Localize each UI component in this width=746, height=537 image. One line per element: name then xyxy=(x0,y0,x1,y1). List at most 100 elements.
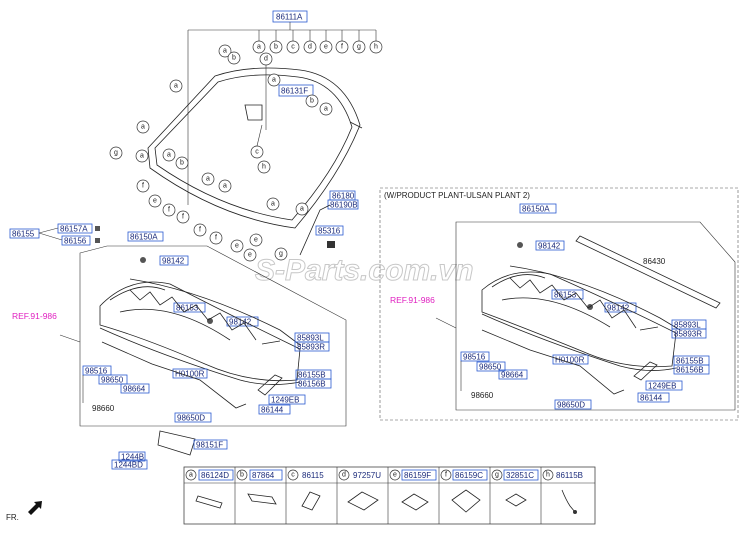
part-86155[interactable]: 86155 xyxy=(12,230,35,239)
svg-text:f: f xyxy=(182,214,184,221)
cowl-right-panel[interactable] xyxy=(481,271,677,368)
legend-cell-g[interactable]: g 32851C xyxy=(491,469,539,507)
side-left-parts: 86155 86157A 86156 xyxy=(9,223,100,246)
svg-text:g: g xyxy=(114,150,118,157)
cowl-right-strip[interactable] xyxy=(575,235,721,309)
svg-text:g: g xyxy=(495,472,499,479)
cowl-left-1249eb[interactable]: 1249EB xyxy=(271,396,299,405)
svg-text:a: a xyxy=(223,183,227,190)
cowl-right-86144[interactable]: 86144 xyxy=(640,394,663,403)
callout-e[interactable] xyxy=(319,40,333,54)
svg-text:a: a xyxy=(167,152,171,159)
svg-text:g: g xyxy=(357,44,361,51)
cowl-left-panel[interactable] xyxy=(99,281,301,382)
svg-text:a: a xyxy=(223,48,227,55)
cowl-right-98660[interactable]: 98660 xyxy=(471,391,494,400)
svg-text:f: f xyxy=(142,183,144,190)
legend-cell-b[interactable]: b 87864 xyxy=(236,469,283,505)
legend-table: a 86124D b 87864 c 86115 d 97257U e 8615… xyxy=(183,466,596,525)
cowl-left-85893r[interactable]: 85893R xyxy=(297,343,325,352)
callout-c[interactable] xyxy=(286,40,300,54)
svg-text:d: d xyxy=(308,44,312,51)
cowl-left-98516[interactable]: 98516 xyxy=(85,367,108,376)
svg-text:b: b xyxy=(274,44,278,51)
svg-text:e: e xyxy=(393,472,397,479)
cowl-right-98142-mid[interactable]: 98142 xyxy=(607,304,630,313)
cowl-right-1249eb[interactable]: 1249EB xyxy=(648,382,676,391)
deflector-part[interactable] xyxy=(157,430,196,456)
cowl-left-85893l[interactable]: 85893L xyxy=(297,334,324,343)
part-86157a[interactable]: 86157A xyxy=(60,225,88,234)
legend-cell-f[interactable]: f 86159C xyxy=(440,469,488,513)
legend-cell-h[interactable]: h 86115B xyxy=(542,469,583,514)
cowl-left-98142-mid[interactable]: 98142 xyxy=(229,318,252,327)
part-86190b[interactable]: 86190B xyxy=(330,201,358,210)
cowl-left-h0100r[interactable]: H0100R xyxy=(175,370,205,379)
svg-text:a: a xyxy=(140,153,144,160)
svg-text:a: a xyxy=(300,206,304,213)
callout-a[interactable] xyxy=(252,40,266,54)
legend-cell-e[interactable]: e 86159F xyxy=(389,469,437,511)
callout-b[interactable] xyxy=(269,40,283,54)
cowl-right-86155b[interactable]: 86155B xyxy=(676,357,704,366)
cowl-right-98142-top[interactable]: 98142 xyxy=(538,242,561,251)
cowl-left-86155b[interactable]: 86155B xyxy=(298,371,326,380)
fr-label: FR. xyxy=(6,513,19,522)
cowl-left-98142-top[interactable]: 98142 xyxy=(162,257,185,266)
cowl-right-98650d[interactable]: 98650D xyxy=(557,401,585,410)
cowl-left-98151f[interactable]: 98151F xyxy=(196,441,223,450)
ref-left[interactable]: REF.91-986 xyxy=(12,311,57,321)
part-86180[interactable]: 86180 xyxy=(332,192,355,201)
svg-text:a: a xyxy=(174,83,178,90)
cowl-right-group: (W/PRODUCT PLANT-ULSAN PLANT 2) 86150A 9… xyxy=(379,187,739,421)
ref-right[interactable]: REF.91-986 xyxy=(390,295,435,305)
svg-text:e: e xyxy=(248,252,252,259)
cowl-right-98516[interactable]: 98516 xyxy=(463,353,486,362)
svg-text:b: b xyxy=(310,98,314,105)
cowl-right-86153[interactable]: 86153 xyxy=(554,291,577,300)
callout-g[interactable] xyxy=(352,40,366,54)
cowl-left-98650d[interactable]: 98650D xyxy=(177,414,205,423)
part-86156[interactable]: 86156 xyxy=(64,237,87,246)
svg-text:b: b xyxy=(180,160,184,167)
legend-cell-c[interactable]: c 86115 xyxy=(287,469,324,511)
legend-cell-d[interactable]: d 97257U xyxy=(338,469,381,511)
svg-text:h: h xyxy=(374,44,378,51)
svg-text:e: e xyxy=(324,44,328,51)
svg-text:f: f xyxy=(168,207,170,214)
callout-d[interactable] xyxy=(303,40,317,54)
legend-cell-a[interactable]: a 86124D xyxy=(185,469,234,509)
cowl-left-1244bd[interactable]: 1244BD xyxy=(114,461,143,470)
cowl-left-98660[interactable]: 98660 xyxy=(92,404,115,413)
cowl-right-98664[interactable]: 98664 xyxy=(501,371,524,380)
cowl-left-86144[interactable]: 86144 xyxy=(261,406,284,415)
callout-h[interactable] xyxy=(369,40,383,54)
cowl-right-85893l[interactable]: 85893L xyxy=(674,321,701,330)
svg-text:a: a xyxy=(206,176,210,183)
cowl-right-86430[interactable]: 86430 xyxy=(643,257,666,266)
cowl-left-86150a[interactable]: 86150A xyxy=(130,233,158,242)
svg-text:f: f xyxy=(341,44,343,51)
cowl-right-85893r[interactable]: 85893R xyxy=(674,330,702,339)
callout-f[interactable] xyxy=(335,40,349,54)
cowl-left-86153[interactable]: 86153 xyxy=(176,304,199,313)
legend-part-e: 86159F xyxy=(404,471,431,480)
cowl-left-1244b[interactable]: 1244B xyxy=(121,453,144,462)
svg-text:e: e xyxy=(235,243,239,250)
cowl-right-h0100r[interactable]: H0100R xyxy=(555,356,585,365)
windshield-glass[interactable] xyxy=(147,67,361,229)
part-86131f[interactable]: 86131F xyxy=(281,87,308,96)
cowl-left-86156b[interactable]: 86156B xyxy=(298,380,326,389)
cowl-left-98650[interactable]: 98650 xyxy=(101,376,124,385)
cowl-right-86156b[interactable]: 86156B xyxy=(676,366,704,375)
svg-text:d: d xyxy=(264,56,268,63)
cowl-right-98650[interactable]: 98650 xyxy=(479,363,502,372)
part-85316[interactable]: 85316 xyxy=(318,227,341,236)
svg-text:a: a xyxy=(189,472,193,479)
cowl-right-86150a[interactable]: 86150A xyxy=(522,205,550,214)
cowl-left-98664[interactable]: 98664 xyxy=(123,385,146,394)
front-arrow-icon xyxy=(28,501,42,515)
svg-text:f: f xyxy=(215,235,217,242)
part-86111a[interactable]: 86111A xyxy=(276,13,303,22)
